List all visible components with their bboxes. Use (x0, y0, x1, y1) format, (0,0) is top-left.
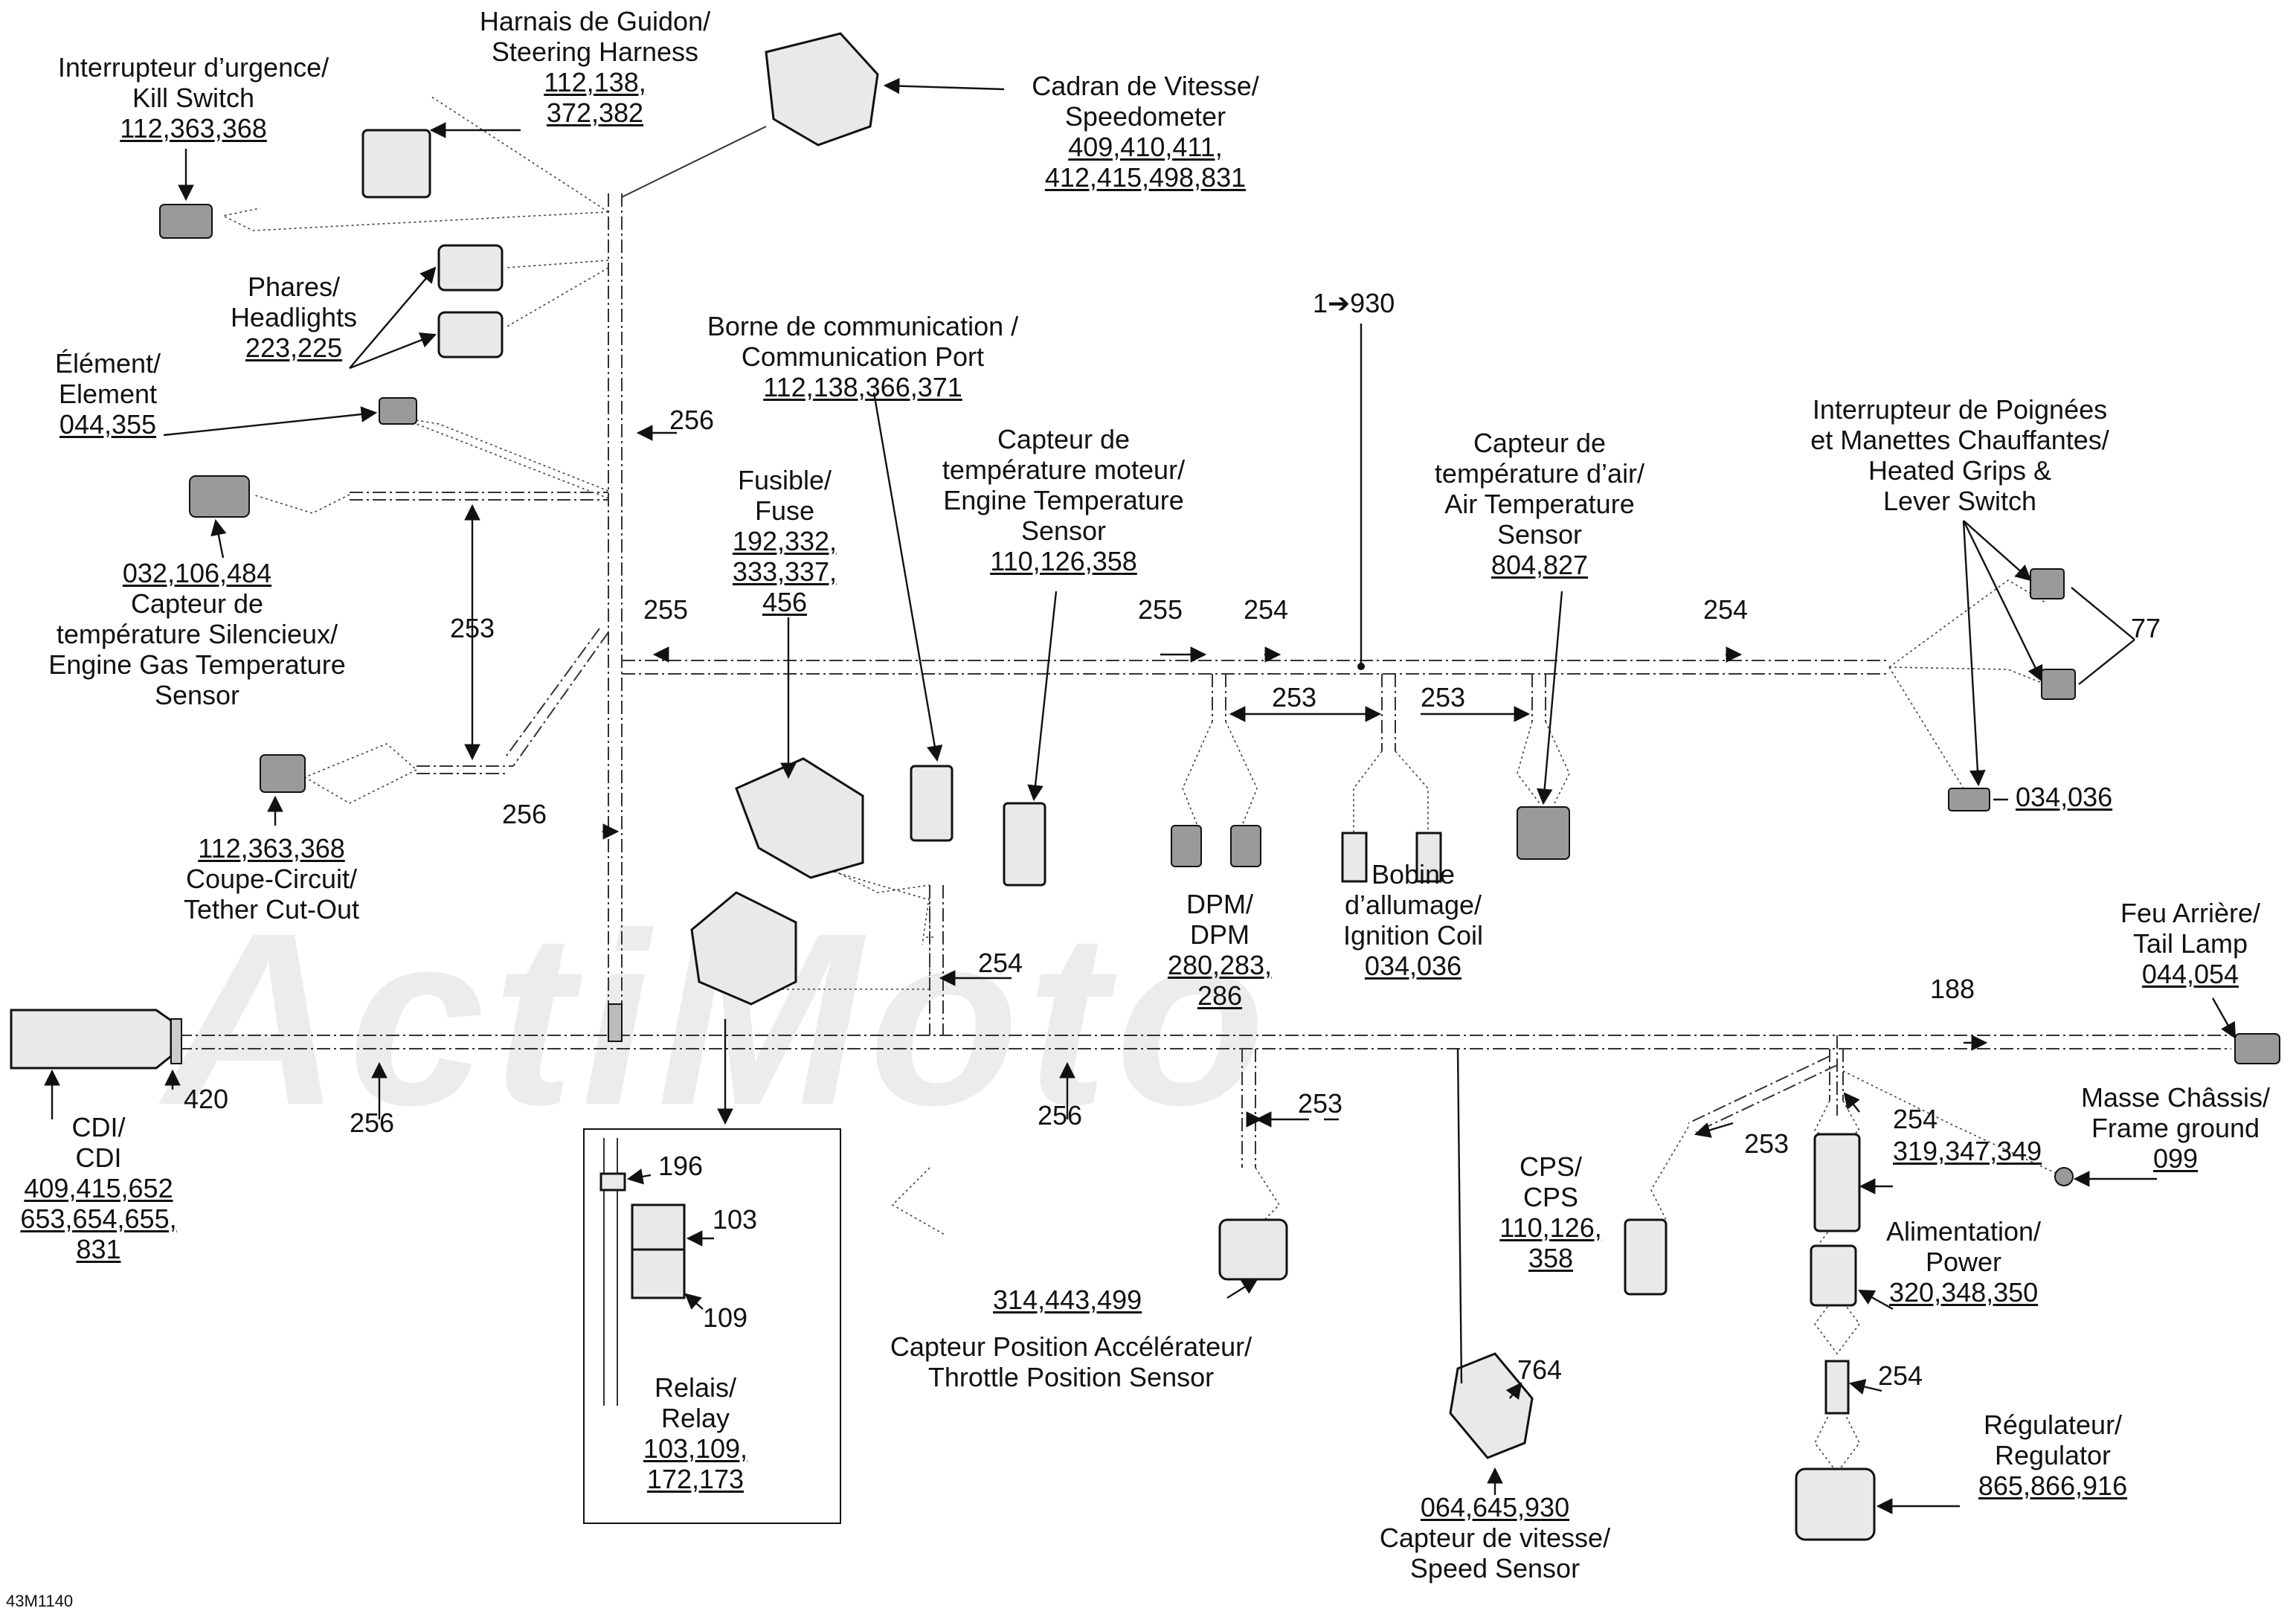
gas-temp-sensor-label: 032,106,484 Capteur de température Silen… (48, 558, 346, 710)
tether-cutout-label: 112,363,368 Coupe-Circuit/ Tether Cut-Ou… (183, 833, 360, 925)
regulator-lead (1824, 1360, 1850, 1415)
part-255-mid: 255 (1138, 594, 1183, 625)
part-256-cdi: 256 (350, 1107, 395, 1138)
power-codes-1: 319,347,349 (1893, 1136, 2042, 1166)
steering-harness-label: Harnais de Guidon/ Steering Harness 112,… (479, 6, 711, 128)
engine-temp-sensor-label: Capteur de température moteur/ Engine Te… (942, 424, 1186, 576)
steering-harness-connector (361, 129, 431, 199)
frame-ground-label: Masse Châssis/ Frame ground 099 (2080, 1082, 2271, 1174)
main-harness (179, 126, 2231, 1168)
part-256-bottom: 256 (1038, 1100, 1083, 1131)
power-connector-2 (1810, 1244, 1857, 1307)
part-256-upper: 256 (669, 405, 715, 435)
heated-grip-connector-1 (2030, 568, 2065, 599)
speedometer-connector (765, 32, 879, 147)
part-196: 196 (658, 1151, 704, 1181)
element-label: Élément/ Element 044,355 (54, 348, 161, 440)
heated-grips-codes: 034,036 (2016, 782, 2113, 812)
tail-lamp-connector (2234, 1033, 2280, 1064)
cdi-label: CDI/ CDI 409,415,652 653,654,655, 831 (20, 1112, 177, 1264)
element-connector (379, 397, 417, 425)
ignition-coil-label: Bobine d’allumage/ Ignition Coil 034,036 (1342, 859, 1484, 981)
tail-lamp-label: Feu Arrière/ Tail Lamp 044,054 (2120, 898, 2261, 989)
throttle-sensor-connector (1218, 1218, 1288, 1281)
main-harness-ref: 1➔930 (1313, 288, 1395, 318)
part-254-right: 254 (1703, 594, 1749, 625)
headlight-connector-1 (437, 244, 504, 292)
fuse-label: Fusible/ Fuse 192,332, 333,337, 456 (732, 465, 837, 617)
throttle-sensor-label: Capteur Position Accélérateur/ Throttle … (890, 1331, 1252, 1392)
part-188: 188 (1930, 974, 1975, 1004)
part-253-cps: 253 (1744, 1128, 1789, 1159)
heated-grip-connector-2 (2041, 669, 2076, 700)
part-255-left: 255 (643, 594, 689, 625)
tether-connector (260, 754, 306, 793)
part-253-dpm: 253 (1272, 682, 1317, 713)
cps-label: CPS/ CPS 110,126, 358 (1499, 1151, 1602, 1273)
heated-grips-switch-label: Interrupteur de Poignées et Manettes Cha… (1810, 394, 2109, 516)
fuse-holder (735, 757, 864, 879)
headlights-label: Phares/ Headlights 223,225 (230, 271, 358, 363)
part-254-mid: 254 (1244, 594, 1289, 625)
communication-port-label: Borne de communication / Communication P… (707, 311, 1019, 402)
part-420: 420 (184, 1084, 229, 1114)
grips-switch-connector (1948, 788, 1990, 811)
relay-label: Relais/ Relay 103,109, 172,173 (643, 1372, 748, 1494)
cdi-module (10, 1009, 173, 1070)
part-103: 103 (713, 1204, 758, 1235)
part-254-regulator: 254 (1878, 1360, 1923, 1391)
part-77: 77 (2131, 613, 2161, 643)
dpm-connector-2 (1230, 825, 1261, 867)
part-253-left: 253 (450, 613, 495, 643)
speedometer-label: Cadran de Vitesse/ Speedometer 409,410,4… (1032, 71, 1259, 193)
ignition-coil-connector-1 (1341, 832, 1368, 883)
part-253-throttle: 253 (1298, 1088, 1343, 1119)
kill-switch-label: Interrupteur d’urgence/ Kill Switch 112,… (57, 52, 329, 144)
diagram-reference-code: 43M1140 (6, 1592, 74, 1610)
air-temp-sensor-label: Capteur de température d’air/ Air Temper… (1434, 428, 1645, 580)
cps-connector (1624, 1218, 1668, 1296)
kill-switch-connector (159, 204, 213, 239)
connector-shapes (10, 32, 2280, 1541)
part-764: 764 (1517, 1354, 1563, 1385)
part-254-power: 254 (1893, 1104, 1938, 1134)
callout-arrows (44, 77, 2236, 1514)
regulator-connector (1795, 1467, 1876, 1541)
speed-sensor-label: 064,645,930 Capteur de vitesse/ Speed Se… (1379, 1492, 1611, 1584)
connector-leads (221, 96, 2061, 1474)
engine-temp-connector (1003, 802, 1046, 887)
part-254-fuse: 254 (978, 948, 1023, 978)
dpm-label: DPM/ DPM 280,283, 286 (1167, 889, 1273, 1011)
part-253-air: 253 (1421, 682, 1466, 713)
regulator-label: Régulateur/ Regulator 865,866,916 (1978, 1409, 2128, 1501)
frame-ground-lug (2054, 1167, 2074, 1186)
throttle-sensor-codes: 314,443,499 (993, 1285, 1142, 1315)
air-temp-connector (1517, 806, 1570, 860)
headlight-connector-2 (437, 311, 504, 359)
gas-temp-sensor-connector (189, 475, 250, 518)
relay-detail-box (583, 1128, 841, 1524)
part-109: 109 (703, 1302, 748, 1333)
comm-port-connector (910, 765, 954, 842)
relay-block (690, 891, 797, 1006)
ignition-coil-connector-2 (1415, 832, 1442, 883)
power-codes-2: 320,348,350 (1889, 1277, 2039, 1308)
dpm-connector-1 (1171, 825, 1202, 867)
power-label: Alimentation/ Power (1885, 1216, 2042, 1277)
part-256-mid: 256 (502, 799, 547, 829)
speed-sensor-connector (1449, 1352, 1534, 1459)
